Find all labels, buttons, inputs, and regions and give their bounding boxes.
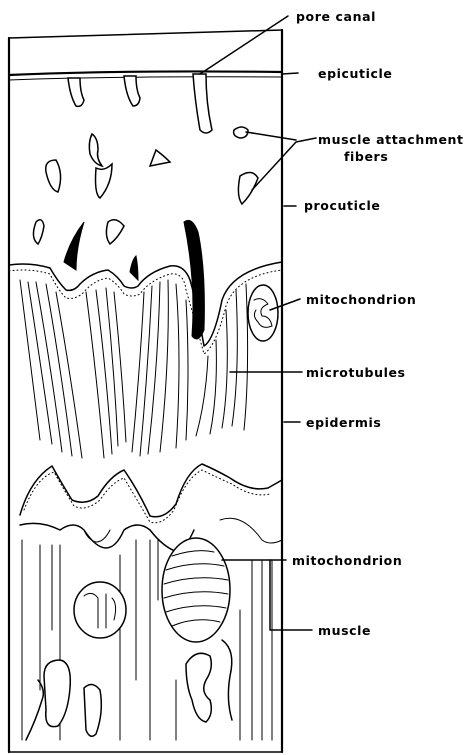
epicuticle-layer — [9, 71, 282, 80]
pore-canals — [68, 74, 212, 133]
label-mitochondrion-lower: mitochondrion — [292, 553, 402, 568]
label-epidermis: epidermis — [306, 415, 381, 430]
label-procuticle: procuticle — [304, 198, 380, 213]
label-pore-canal: pore canal — [296, 9, 376, 24]
muscle-attachment-fibers — [33, 127, 258, 244]
mitochondrion-upper — [248, 285, 278, 341]
epidermis-muscle-boundary — [20, 464, 282, 552]
labels: pore canal epicuticle muscle attachment … — [292, 9, 464, 638]
label-muscle: muscle — [318, 623, 371, 638]
label-microtubules: microtubules — [306, 365, 406, 380]
tracheoles — [26, 640, 232, 740]
label-mitochondrion-upper: mitochondrion — [306, 292, 416, 307]
microtubule-bundles — [20, 280, 248, 458]
mitochondrion-lower — [162, 538, 230, 642]
label-epicuticle: epicuticle — [318, 66, 392, 81]
label-fibers: fibers — [344, 149, 388, 164]
label-muscle-attachment: muscle attachment — [318, 132, 464, 147]
mitochondrion-small — [74, 582, 126, 638]
